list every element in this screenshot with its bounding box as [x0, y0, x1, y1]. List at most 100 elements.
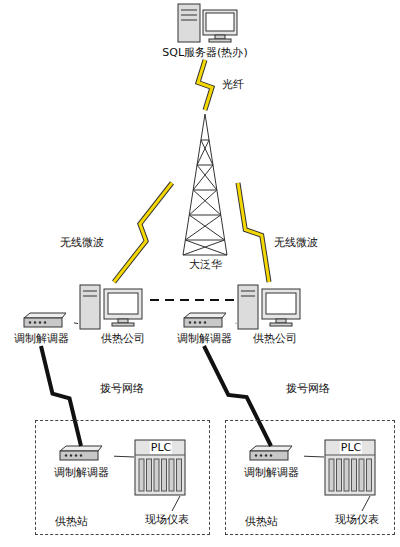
tower-brace [189, 190, 217, 215]
plc-module [352, 459, 357, 491]
wireless-link [198, 60, 212, 110]
node-label: 调制解调器 [243, 466, 300, 479]
modem-light [34, 321, 36, 323]
pc-tower [80, 285, 100, 329]
plc-module [177, 459, 182, 491]
plc-module [147, 459, 152, 491]
modem-top [250, 446, 292, 451]
tower-brace [193, 165, 213, 190]
bolt-fill [238, 183, 269, 282]
node-label: 供热站 [244, 515, 279, 528]
modem-top [24, 313, 66, 318]
device-node: PLC [134, 439, 188, 499]
cable-line [236, 322, 237, 324]
plc-module [329, 459, 334, 491]
modem-top [184, 313, 226, 318]
device-node: 调制解调器 [48, 446, 114, 480]
monitor-stand [276, 319, 286, 323]
plc-module [139, 459, 144, 491]
link-label: 无线微波 [272, 236, 320, 249]
pc-tower [238, 285, 258, 329]
wireless-link [204, 346, 271, 446]
modem-light [44, 321, 46, 323]
tower-brace [185, 240, 227, 255]
plc-rack [135, 440, 375, 495]
tower-bar [201, 140, 209, 141]
plc-module [154, 459, 159, 491]
wireless-link [114, 183, 172, 282]
tower-brace [185, 215, 220, 240]
monitor [203, 10, 237, 35]
cable [114, 456, 134, 458]
dialup-bolt [204, 346, 271, 446]
cable-line [74, 322, 78, 324]
device-node: 调制解调器 [172, 312, 236, 346]
monitor-stand [118, 319, 128, 323]
drive-slot [83, 291, 97, 292]
dashed-link [150, 299, 236, 300]
drive-slot [181, 15, 197, 16]
computer-icon [238, 285, 300, 329]
monitor-base [209, 39, 231, 42]
device-node: 供热公司 [236, 282, 302, 346]
link-label: 无线微波 [58, 236, 106, 249]
monitor-base [112, 323, 134, 326]
node-label: 大泛华 [188, 258, 223, 271]
node-label: PLC [340, 441, 362, 454]
bolt-outline [238, 183, 269, 282]
cable-line [304, 456, 324, 458]
screen [206, 13, 234, 31]
node-label: 调制解调器 [176, 332, 233, 345]
modem-body [250, 451, 288, 460]
bolt-outline [198, 60, 212, 110]
link-label: 拨号网络 [284, 382, 332, 395]
plc-module [169, 459, 174, 491]
drive-slot [181, 10, 197, 11]
modem-body [60, 451, 98, 460]
tower-bar [189, 215, 221, 216]
computer-icon [80, 285, 142, 329]
node-label: 供热公司 [252, 332, 298, 345]
server-icon [178, 4, 237, 42]
tower-bar [197, 165, 213, 166]
wireless-link [41, 346, 81, 446]
modem-light [65, 454, 67, 456]
plc-divider [135, 455, 185, 456]
drive-slot [181, 20, 197, 21]
leader-line [362, 496, 370, 511]
plc-housing [325, 440, 375, 495]
drive-slot [241, 291, 255, 292]
screen [266, 293, 296, 314]
tower-brace [197, 165, 217, 190]
cable [236, 322, 237, 324]
bolt-outline [114, 183, 172, 282]
modem-light [75, 454, 77, 456]
device-node: SQL服务器(热办) [145, 2, 265, 60]
cable-line [114, 456, 134, 458]
leader-line [172, 496, 180, 511]
link-label: 拨号网络 [98, 382, 146, 395]
wireless-link [238, 183, 269, 282]
monitor-stand [215, 35, 225, 39]
device-node: 调制解调器 [8, 312, 74, 346]
device-node: 调制解调器 [238, 446, 304, 480]
modem-light [70, 454, 72, 456]
plc-module [337, 459, 342, 491]
tower-legs [183, 114, 227, 255]
server-tower [178, 4, 200, 42]
modem-body [184, 318, 222, 327]
modem-top [60, 446, 102, 451]
modem-light [265, 454, 267, 456]
tower-bar [193, 190, 217, 191]
monitor [104, 289, 142, 319]
device-node: PLC [324, 439, 378, 499]
device-node: 供热公司 [78, 282, 150, 346]
cable [304, 456, 324, 458]
screen [108, 293, 138, 314]
node-label: 供热站 [54, 515, 89, 528]
modem-body [24, 318, 62, 327]
plc-slots [135, 455, 375, 491]
tower-brace [193, 190, 221, 215]
